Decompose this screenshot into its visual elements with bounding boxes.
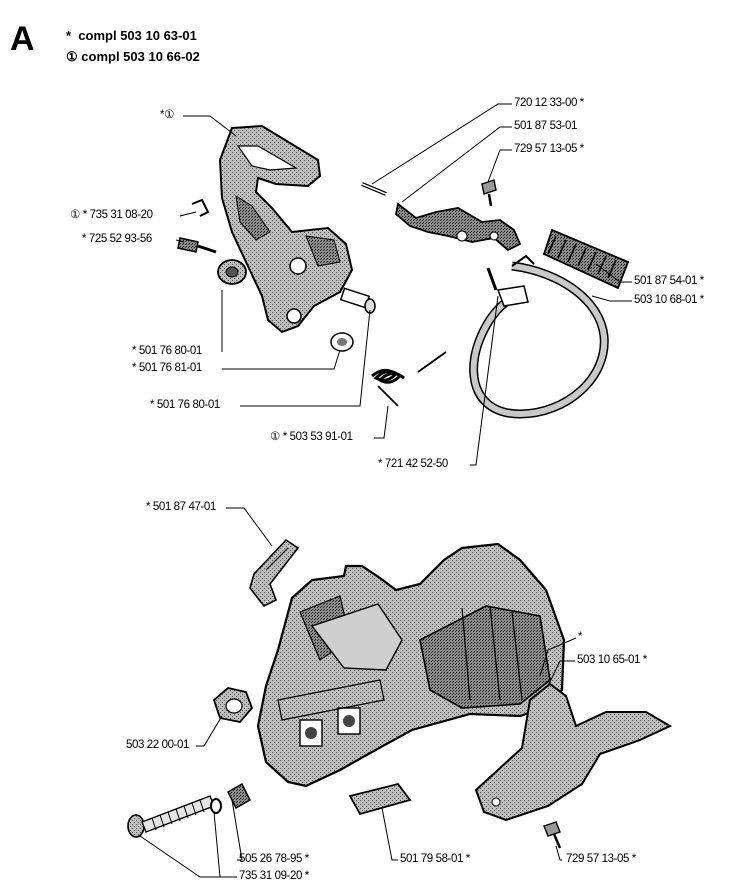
part-number: 735 31 09-20 [239,870,302,882]
coil-spring-part [542,228,630,290]
cover-plate-part [474,682,673,822]
clip-part [191,198,210,217]
callout-p16: 503 10 65-01 * [577,654,647,667]
part-mark: * [82,233,87,245]
part-mark: * [465,853,470,865]
part-number: 501 76 81-01 [138,362,202,374]
part-mark: ① * [70,209,87,221]
part-number: 721 42 52-50 [384,458,448,470]
small-screw-part [481,179,497,207]
part-mark: * [304,853,309,865]
cover-screw-part [543,821,562,849]
part-number: 720 12 33-00 [514,97,577,109]
callout-p14: * 501 87 47-01 [146,501,216,514]
legend-text: compl 503 10 66-02 [81,49,200,64]
callout-p10: 729 57 13-05 * [514,143,584,156]
part-mark: * [132,362,137,374]
guide-bar-part [348,782,412,816]
part-number: 501 87 53-01 [514,120,577,132]
clutch-cover-housing [256,542,566,788]
part-number: 505 26 78-95 [239,853,302,865]
callout-p06: * 501 76 80-01 [150,399,220,412]
callout-p17: 503 22 00-01 [126,739,189,752]
brake-lever-handle [218,124,354,334]
screw-part [177,237,217,254]
adjusting-screw-part [127,795,215,838]
legend-mark: * [66,28,72,43]
part-number: 501 87 54-01 [634,275,697,287]
part-mark: * [642,654,647,666]
callout-p02: ① * 735 31 08-20 [70,209,153,222]
part-number: 503 22 00-01 [126,739,189,751]
part-mark: * [631,853,636,865]
section-letter: A [10,20,35,58]
part-number: 503 10 65-01 [577,654,640,666]
pin-part [339,287,376,314]
callout-p20: 501 79 58-01 * [400,853,470,866]
callout-p15: * [578,631,583,644]
part-number: 503 10 68-01 [634,294,697,306]
callout-p13: * 721 42 52-50 [378,458,448,471]
plate-spring-part [249,538,300,608]
callout-p01: *① [160,109,174,122]
nut-part [212,687,254,723]
part-number: 729 57 13-05 [514,143,577,155]
callout-p18: 505 26 78-95 * [239,853,309,866]
part-mark: * [699,275,704,287]
part-mark: * [146,501,151,513]
callout-p19: 735 31 09-20 * [239,870,309,883]
washer-part [210,798,222,814]
part-number: 729 57 13-05 [566,853,629,865]
callout-p09: 501 87 53-01 [514,120,577,133]
part-mark: * [132,345,137,357]
legend-mark: ① [66,49,78,64]
part-mark: * [578,631,583,643]
callout-p11: 501 87 54-01 * [634,275,704,288]
callout-p21: 729 57 13-05 * [566,853,636,866]
guide-block-part [227,782,251,810]
legend-text: compl 503 10 63-01 [78,28,197,43]
bushing-part [217,259,247,285]
part-mark: * [579,143,584,155]
part-number: 725 52 93-56 [88,233,152,245]
part-mark: * [579,97,584,109]
part-number: 735 31 08-20 [89,209,153,221]
part-mark: * [699,294,704,306]
part-mark: * [378,458,383,470]
part-number: 501 79 58-01 [400,853,463,865]
part-mark: * [304,870,309,882]
rivet-part [330,332,354,352]
callout-p03: * 725 52 93-56 [82,233,152,246]
linkage-lever [395,202,522,252]
callout-p05: * 501 76 81-01 [132,362,202,375]
leader-lines [139,103,632,878]
part-number: 501 87 47-01 [152,501,216,513]
part-number: 501 76 80-01 [156,399,220,411]
part-mark: ① * [270,431,287,443]
brake-band-part [469,254,609,419]
legend-entry-2: ① compl 503 10 66-02 [66,50,200,63]
callout-p04: * 501 76 80-01 [132,345,202,358]
torsion-spring-part [371,351,447,407]
part-mark: *① [160,109,174,121]
part-number: 503 53 91-01 [289,431,353,443]
part-mark: * [150,399,155,411]
callout-p07: ① * 503 53 91-01 [270,431,353,444]
part-number: 501 76 80-01 [138,345,202,357]
legend-entry-1: * compl 503 10 63-01 [66,29,197,42]
callout-p12: 503 10 68-01 * [634,294,704,307]
callout-p08: 720 12 33-00 * [514,97,584,110]
